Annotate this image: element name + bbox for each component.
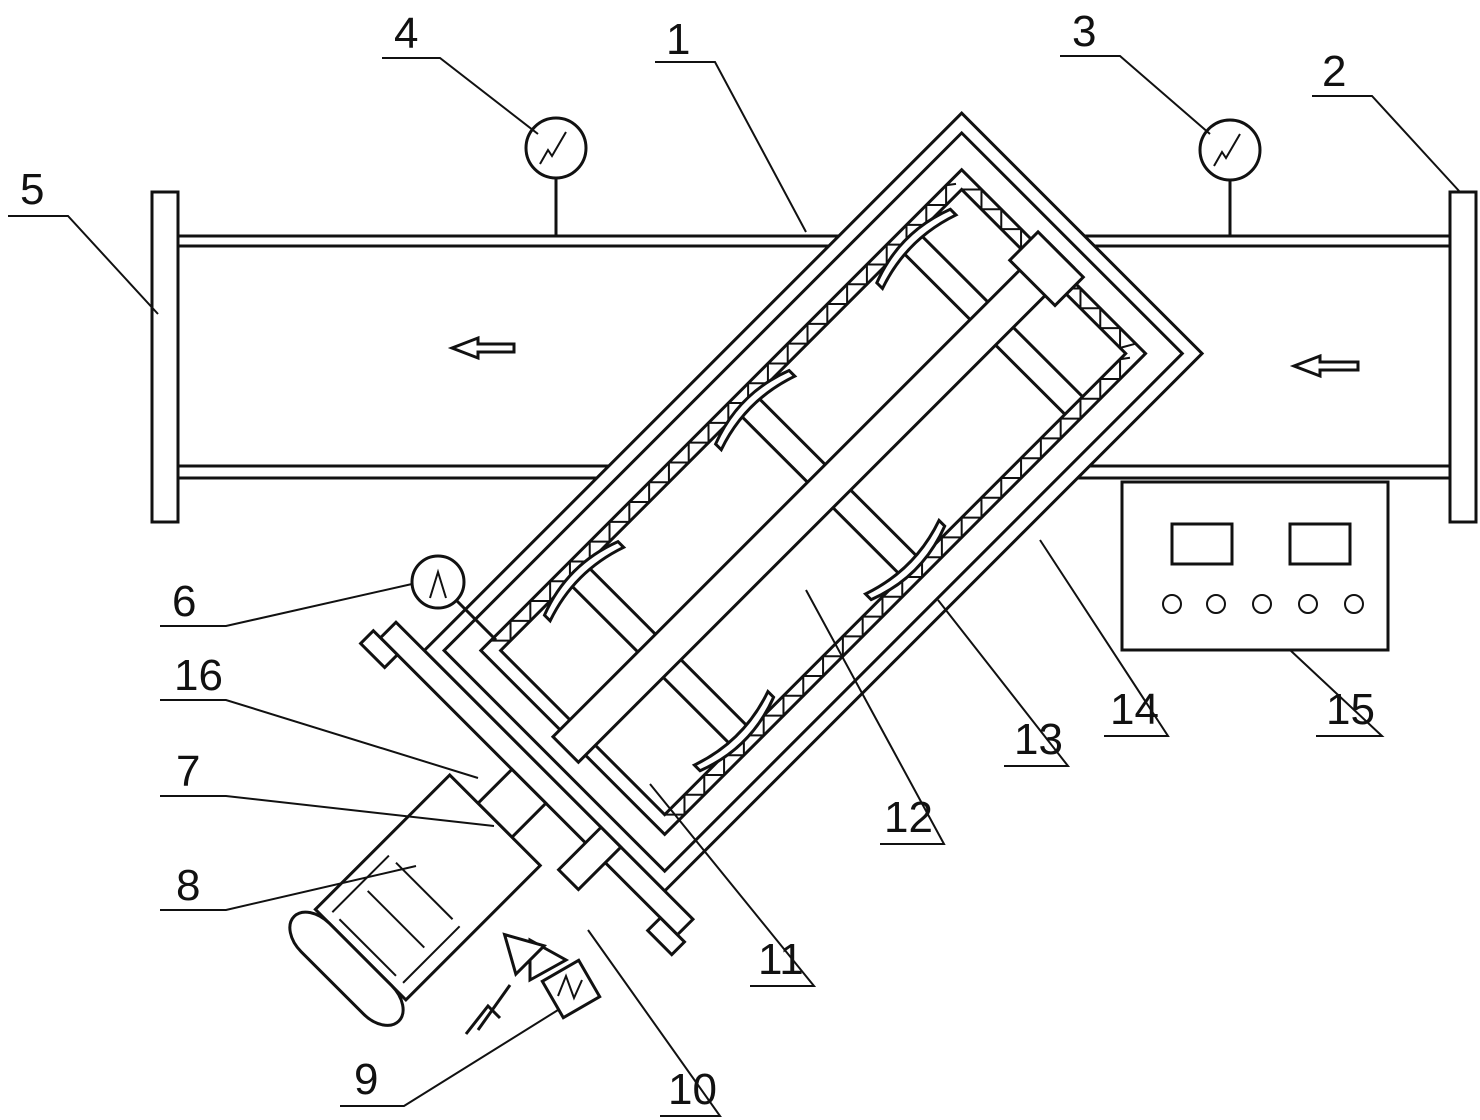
label-12: 12 (884, 793, 933, 842)
scraper-brush (691, 689, 776, 773)
control-panel-icon (1120, 480, 1390, 652)
flange-bolt (358, 628, 400, 670)
scraper-brush (713, 368, 798, 453)
scraper-brush (875, 207, 959, 292)
heater-icon (540, 958, 602, 1020)
label-11: 11 (758, 935, 804, 984)
flow-arrow-icon-left (447, 335, 516, 361)
leader-lines (8, 55, 1461, 1117)
motor-fan-cover (288, 910, 405, 1027)
shell-inner-wall (441, 130, 1185, 874)
label-9: 9 (354, 1055, 378, 1104)
label-1: 1 (666, 15, 690, 64)
shaft-end-bearing (1007, 229, 1086, 308)
label-4: 4 (394, 9, 418, 58)
label-6: 6 (172, 577, 196, 626)
label-15: 15 (1326, 685, 1375, 734)
label-13: 13 (1014, 715, 1063, 764)
label-7: 7 (176, 747, 200, 796)
current-meter-icon (410, 554, 498, 642)
drain-pipe (556, 825, 623, 892)
valve-icon (464, 932, 570, 1035)
label-10: 10 (668, 1065, 717, 1114)
label-16: 16 (174, 651, 223, 700)
label-8: 8 (176, 861, 200, 910)
right-flange (1448, 190, 1478, 524)
label-3: 3 (1072, 7, 1096, 56)
label-2: 2 (1322, 47, 1346, 96)
left-flange (150, 190, 180, 524)
scraper-brush (862, 517, 947, 602)
label-14: 14 (1110, 685, 1159, 734)
scraper-brush (542, 539, 627, 624)
label-5: 5 (20, 165, 44, 214)
flow-arrow-icon-right (1289, 353, 1360, 379)
pressure-gauge-icon-outlet (524, 116, 588, 236)
flange-bolt (645, 915, 687, 957)
pressure-gauge-icon-inlet (1198, 118, 1262, 236)
filter-housing (288, 111, 1205, 1027)
